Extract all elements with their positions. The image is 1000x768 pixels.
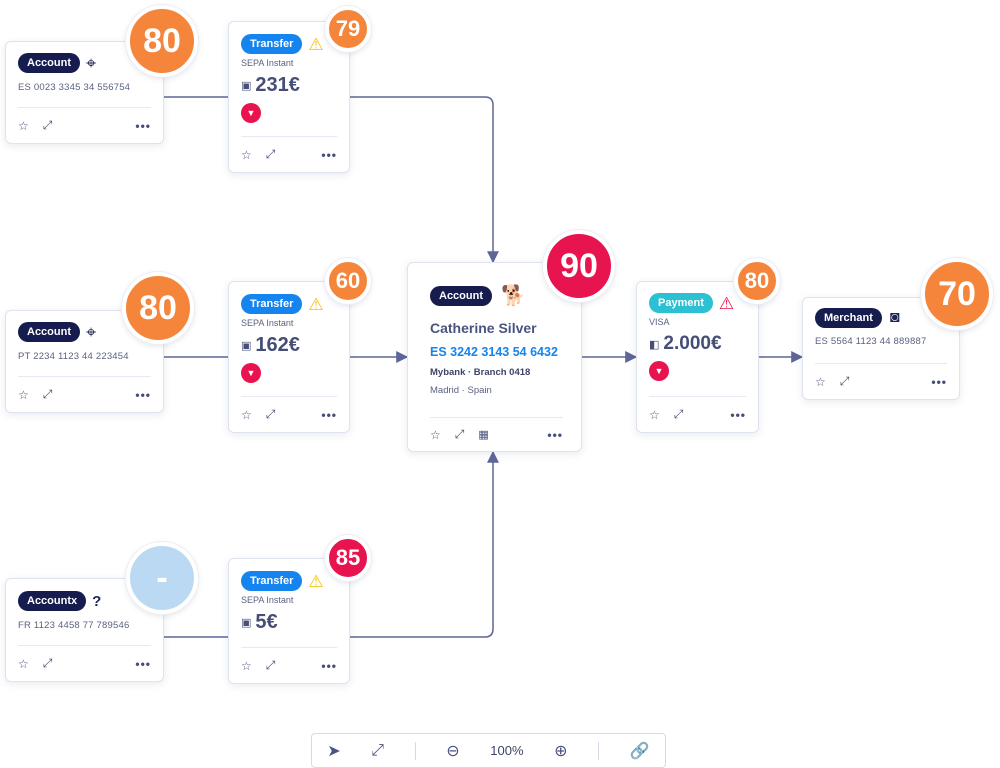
edge-tr3-center bbox=[350, 450, 499, 638]
thumbs-down-icon[interactable]: ▼ bbox=[649, 361, 669, 381]
node-type-badge: Account bbox=[18, 322, 80, 342]
expand-icon[interactable]: ⤢ bbox=[454, 427, 465, 441]
cash-icon: ▣ bbox=[241, 617, 252, 629]
cash-icon: ◧ bbox=[649, 338, 660, 351]
transfer-method: SEPA Instant bbox=[241, 58, 294, 68]
edge-tr1-center bbox=[350, 96, 499, 264]
node-type-badge: Payment bbox=[649, 293, 713, 313]
pointer-icon[interactable]: ➤ bbox=[327, 742, 341, 760]
risk-score: 80 bbox=[122, 272, 194, 344]
cash-icon: ▣ bbox=[241, 340, 252, 352]
warning-icon: ⚠ bbox=[718, 293, 735, 313]
more-icon[interactable]: ••• bbox=[321, 407, 337, 422]
expand-icon[interactable]: ⤢ bbox=[673, 407, 684, 421]
risk-score: 80 bbox=[126, 5, 198, 77]
transfer-method: SEPA Instant bbox=[241, 318, 294, 328]
star-icon[interactable]: ☆ bbox=[241, 407, 252, 422]
zoom-in-icon[interactable]: ⊕ bbox=[554, 742, 568, 760]
transfer-method: SEPA Instant bbox=[241, 595, 294, 605]
canvas-toolbar: ➤ ⤢ ⊖ 100% ⊕ 🔗 bbox=[311, 733, 666, 768]
star-icon[interactable]: ☆ bbox=[430, 427, 441, 442]
warning-icon: ⚠ bbox=[308, 34, 324, 54]
merchant-iban: ES 5564 1123 44 889887 bbox=[815, 336, 927, 347]
account-iban: ES 3242 3143 54 6432 bbox=[430, 345, 558, 359]
node-type-badge: Account bbox=[430, 286, 492, 306]
transfer-amount: 231€ bbox=[255, 74, 300, 96]
target-icon: ⌖ bbox=[86, 53, 97, 73]
target-icon: ⌖ bbox=[86, 322, 97, 342]
payment-amount: 2.000€ bbox=[663, 333, 722, 354]
expand-icon[interactable]: ⤢ bbox=[265, 147, 276, 161]
link-icon[interactable]: 🔗 bbox=[629, 742, 650, 760]
expand-icon[interactable]: ⤢ bbox=[42, 656, 53, 670]
more-icon[interactable]: ••• bbox=[135, 118, 151, 133]
zoom-out-icon[interactable]: ⊖ bbox=[446, 742, 460, 760]
thumbs-down-icon[interactable]: ▼ bbox=[241, 363, 261, 383]
washer-icon: ◙ bbox=[889, 309, 900, 326]
account-iban: PT 2234 1123 44 223454 bbox=[18, 351, 129, 362]
warning-icon: ⚠ bbox=[308, 294, 324, 314]
risk-score: 80 bbox=[734, 258, 780, 304]
risk-score: 60 bbox=[325, 258, 371, 304]
more-icon[interactable]: ••• bbox=[931, 374, 947, 389]
transfer-node-1[interactable]: Transfer ⚠ SEPA Instant ▣231€ ▼ ☆ ⤢ ••• bbox=[228, 21, 350, 173]
expand-icon[interactable]: ⤢ bbox=[839, 374, 850, 388]
warning-icon: ⚠ bbox=[308, 571, 324, 591]
node-type-badge: Accountx bbox=[18, 591, 87, 611]
center-account-node[interactable]: Account 🐕 Catherine Silver ES 3242 3143 … bbox=[407, 262, 582, 452]
node-type-badge: Account bbox=[18, 53, 80, 73]
dog-icon: 🐕 bbox=[501, 285, 526, 307]
more-icon[interactable]: ••• bbox=[321, 658, 337, 673]
cash-icon: ▣ bbox=[241, 80, 252, 92]
star-icon[interactable]: ☆ bbox=[815, 374, 826, 389]
risk-score: 90 bbox=[543, 230, 615, 302]
account-iban: ES 0023 3345 34 556754 bbox=[18, 82, 131, 93]
node-type-badge: Merchant bbox=[815, 308, 882, 328]
more-icon[interactable]: ••• bbox=[730, 407, 746, 422]
transfer-node-2[interactable]: Transfer ⚠ SEPA Instant ▣162€ ▼ ☆ ⤢ ••• bbox=[228, 281, 350, 433]
transfer-amount: 5€ bbox=[255, 611, 278, 633]
star-icon[interactable]: ☆ bbox=[649, 407, 660, 422]
node-type-badge: Transfer bbox=[241, 294, 303, 314]
payment-method: VISA bbox=[649, 317, 670, 327]
expand-icon[interactable]: ⤢ bbox=[265, 407, 276, 421]
account-holder-name: Catherine Silver bbox=[430, 320, 537, 336]
star-icon[interactable]: ☆ bbox=[18, 387, 29, 402]
grid-icon[interactable]: ▦ bbox=[478, 429, 489, 441]
expand-icon[interactable]: ⤢ bbox=[265, 658, 276, 672]
risk-score: - bbox=[126, 542, 198, 614]
star-icon[interactable]: ☆ bbox=[241, 147, 252, 162]
thumbs-down-icon[interactable]: ▼ bbox=[241, 103, 261, 123]
divider bbox=[598, 741, 600, 760]
node-type-badge: Transfer bbox=[241, 571, 303, 591]
star-icon[interactable]: ☆ bbox=[18, 656, 29, 671]
payment-node[interactable]: Payment ⚠ VISA ◧2.000€ ▼ ☆ ⤢ ••• bbox=[636, 281, 759, 433]
expand-icon[interactable]: ⤢ bbox=[371, 741, 385, 759]
star-icon[interactable]: ☆ bbox=[241, 658, 252, 673]
transfer-amount: 162€ bbox=[255, 334, 300, 356]
star-icon[interactable]: ☆ bbox=[18, 118, 29, 133]
node-type-badge: Transfer bbox=[241, 34, 303, 54]
account-node-1[interactable]: Account ⌖ ES 0023 3345 34 556754 ☆ ⤢ ••• bbox=[5, 41, 164, 144]
risk-score: 79 bbox=[325, 6, 371, 52]
more-icon[interactable]: ••• bbox=[547, 427, 563, 442]
zoom-level: 100% bbox=[490, 743, 524, 758]
account-location: Madrid · Spain bbox=[430, 385, 492, 396]
transfer-node-3[interactable]: Transfer ⚠ SEPA Instant ▣5€ ☆ ⤢ ••• bbox=[228, 558, 350, 684]
risk-score: 70 bbox=[921, 258, 993, 330]
more-icon[interactable]: ••• bbox=[321, 147, 337, 162]
risk-score: 85 bbox=[325, 535, 371, 581]
account-iban: FR 1123 4458 77 789546 bbox=[18, 620, 130, 631]
question-icon: ? bbox=[92, 592, 102, 610]
expand-icon[interactable]: ⤢ bbox=[42, 118, 53, 132]
divider bbox=[414, 741, 416, 760]
bank-branch: Mybank · Branch 0418 bbox=[430, 367, 531, 378]
more-icon[interactable]: ••• bbox=[135, 656, 151, 671]
more-icon[interactable]: ••• bbox=[135, 387, 151, 402]
expand-icon[interactable]: ⤢ bbox=[42, 387, 53, 401]
